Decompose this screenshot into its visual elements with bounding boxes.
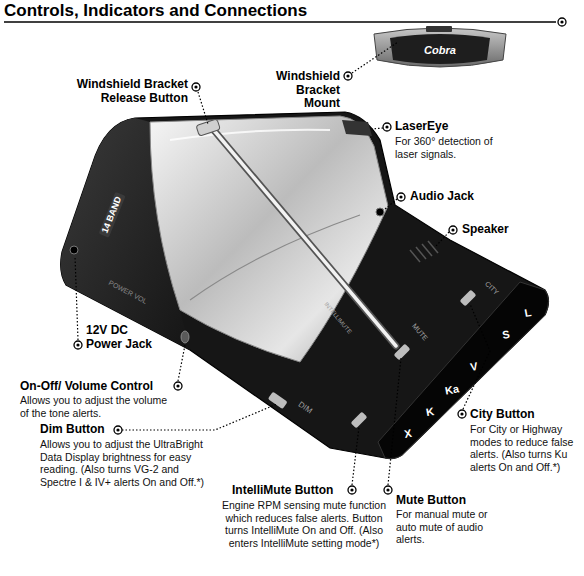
callout-title: IntelliMute Button <box>232 484 333 498</box>
detector-body <box>61 112 549 459</box>
callout-markers-part-part <box>74 341 82 349</box>
callout-markers-part-part <box>397 193 405 201</box>
callout-markers-part-part <box>384 486 392 494</box>
callout-markers-part-part <box>76 343 79 346</box>
inset-front-view-part <box>374 28 506 67</box>
leader-lines-part <box>388 358 401 485</box>
leader-lines-part <box>352 427 359 485</box>
band-letter: S <box>501 329 510 341</box>
leader-lines-part <box>372 128 383 129</box>
leader-lines-part <box>122 404 277 430</box>
controls-part <box>460 290 477 307</box>
callout-title: Mute Button <box>396 494 466 508</box>
leader-lines-part <box>75 256 78 340</box>
callout-markers-part-part <box>449 226 457 234</box>
callout-title: Dim Button <box>40 423 105 437</box>
callout-markers-part-part <box>114 426 122 434</box>
callout-title: On-Off/ Volume Control <box>20 380 153 394</box>
callout-markers-part-part <box>458 410 466 418</box>
detector-body-part <box>150 116 388 362</box>
button-marking: DIM <box>297 401 314 416</box>
callout-title: Audio Jack <box>410 190 474 204</box>
callout-markers-part-part <box>399 195 402 198</box>
callout-title: LaserEye <box>395 120 448 134</box>
callout-description: Allows you to adjust the volume of the t… <box>20 394 170 419</box>
callout-markers-part-part <box>383 123 391 131</box>
leader-lines-part <box>463 304 490 409</box>
controls-part-part <box>410 250 420 262</box>
controls-part <box>181 331 189 343</box>
controls-part <box>196 119 220 136</box>
controls-part <box>70 246 78 254</box>
controls-part-part <box>416 247 426 259</box>
band-badge: 14 BAND <box>99 192 126 237</box>
callout-markers-part-part <box>451 228 454 231</box>
callout-markers-part-part <box>116 428 119 431</box>
title-rule-part <box>558 18 566 26</box>
callout-markers-part-part <box>350 488 353 491</box>
band-letter: V <box>469 361 478 373</box>
band-letter: K <box>425 406 435 418</box>
diagram-title: Controls, Indicators and Connections <box>4 1 307 21</box>
callout-markers-part-part <box>346 74 349 77</box>
callout-description: For 360° detection of laser signals. <box>395 135 493 160</box>
chrome-stripe-part <box>212 128 396 346</box>
controls-part <box>376 208 384 216</box>
leader-lines-part <box>198 92 208 124</box>
button-marking: MUTE <box>411 322 429 342</box>
band-letter: L <box>524 307 533 319</box>
chrome-stripe <box>212 128 396 346</box>
band-letter: Ka <box>444 383 460 396</box>
detector-body-part <box>61 112 549 459</box>
controls-part <box>351 412 368 429</box>
leader-lines-part <box>352 42 398 73</box>
callout-markers-part-part <box>176 384 179 387</box>
inset-front-view-part <box>426 26 452 32</box>
callout-markers-part-part <box>344 72 352 80</box>
callout-markers-part-part <box>386 488 389 491</box>
callout-markers-part-part <box>385 125 388 128</box>
callout-title: Windshield Bracket Release Button <box>60 78 188 105</box>
callout-title: Speaker <box>462 223 509 237</box>
chrome-stripe-part <box>212 128 396 346</box>
callout-markers-part-part <box>192 83 200 91</box>
title-rule-part <box>4 21 556 23</box>
button-marking: INTELLIMUTE <box>323 301 353 335</box>
button-marking: CITY <box>484 280 500 296</box>
controls-part <box>410 241 438 262</box>
controls-part-part <box>428 241 438 253</box>
callout-description: Engine RPM sensing mute function which r… <box>220 499 388 549</box>
inset-front-view-part <box>390 34 490 64</box>
detector-body-part <box>190 215 360 300</box>
callout-description: For City or Highway modes to reduce fals… <box>470 423 578 473</box>
title-rule-part <box>560 20 563 23</box>
callout-description: For manual mute or auto mute of audio al… <box>396 508 508 546</box>
callout-markers-part-part <box>348 486 356 494</box>
band-letter: X <box>403 428 412 440</box>
leader-lines-part <box>436 232 449 246</box>
leader-lines <box>75 42 490 485</box>
callout-description: Allows you to adjust the UltraBright Dat… <box>40 438 212 488</box>
callout-title: 12V DC Power Jack <box>86 324 156 351</box>
callout-title: Windshield Bracket Mount <box>262 70 340 111</box>
brand-logo: Cobra <box>424 45 456 56</box>
controls-part <box>342 120 372 136</box>
leader-lines-part <box>385 199 397 209</box>
detector-body-part <box>170 130 330 140</box>
callout-title: City Button <box>470 408 535 422</box>
inset-front-view <box>374 26 506 67</box>
controls-part <box>394 344 411 361</box>
callout-markers-part-part <box>194 85 197 88</box>
side-marking: POWER VOL <box>108 279 149 305</box>
controls-part-part <box>422 244 432 256</box>
controls-part <box>268 392 288 410</box>
leader-lines-part <box>178 345 185 381</box>
callout-markers-part-part <box>460 412 463 415</box>
callout-markers-part-part <box>174 382 182 390</box>
